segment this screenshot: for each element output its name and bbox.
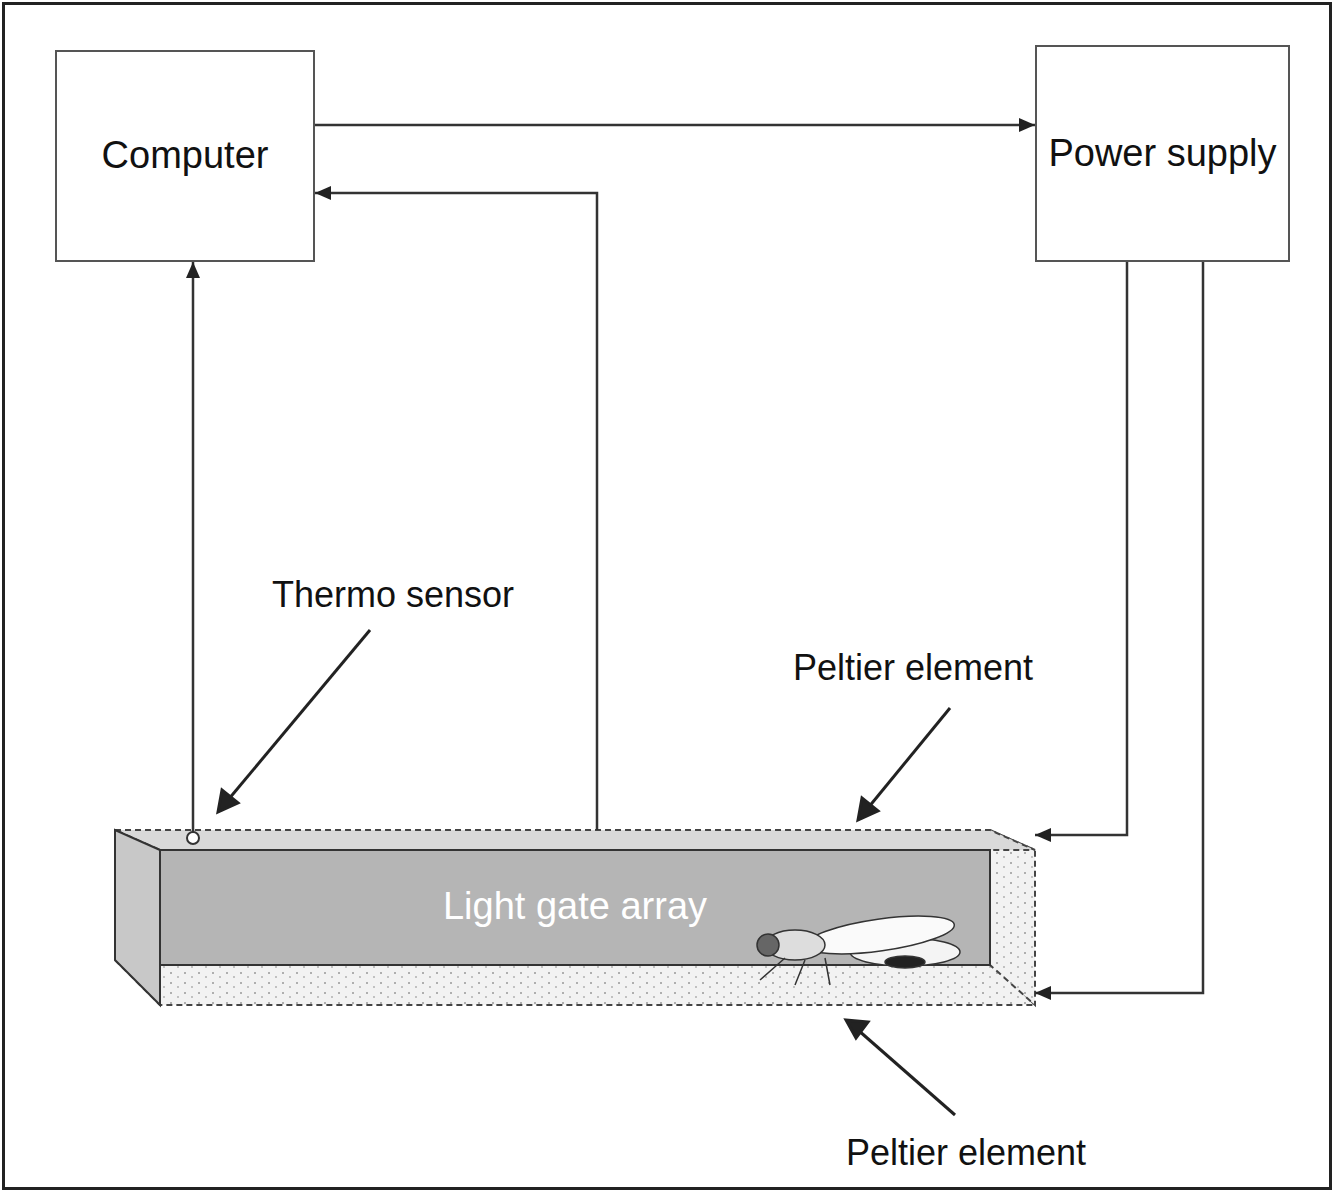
- connector: [315, 186, 597, 830]
- power-supply-box: Power supply: [1035, 45, 1290, 262]
- connector: [1035, 262, 1203, 1000]
- callout-label: Thermo sensor: [269, 574, 517, 616]
- connector: [1035, 262, 1127, 842]
- chamber: Light gate array: [115, 830, 1035, 1005]
- node-label: Light gate array: [443, 883, 707, 931]
- connector: [315, 118, 1035, 132]
- node-label: Power supply: [1048, 130, 1276, 178]
- connector: [186, 262, 200, 832]
- callout-label: Peltier element: [790, 647, 1036, 689]
- node-label: Computer: [102, 132, 269, 180]
- computer-box: Computer: [55, 50, 315, 262]
- callout-label: Peltier element: [843, 1132, 1089, 1174]
